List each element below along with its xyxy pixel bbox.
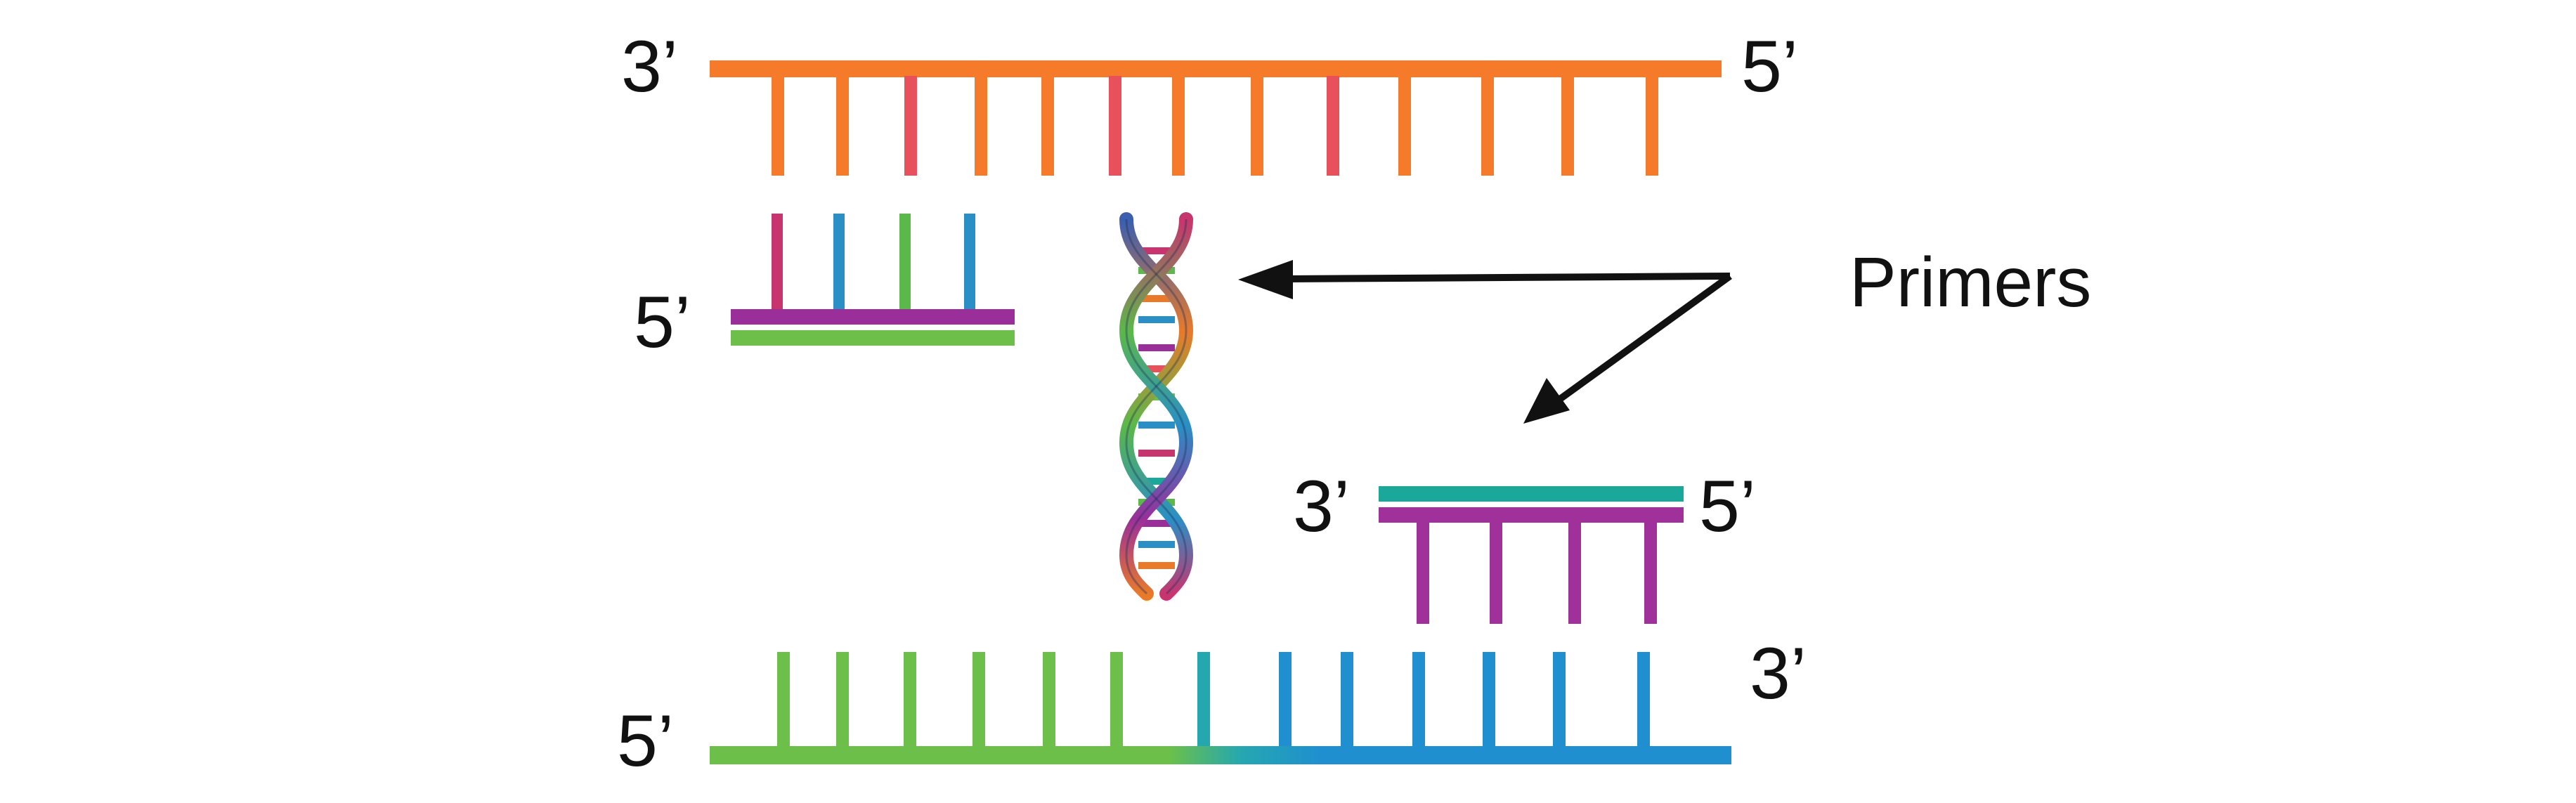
bottom-strand-base (904, 652, 916, 747)
right-primer-left-end-label: 3’ (1293, 466, 1350, 547)
bottom-template-strand (710, 652, 1731, 764)
helix-rung (1138, 422, 1175, 429)
left-primer-backbone (731, 309, 1015, 325)
bottom-strand-base (972, 652, 985, 747)
left-primer-end-label: 5’ (634, 282, 691, 363)
bottom-strand-base (1197, 652, 1210, 747)
right-primer-underlay (1379, 507, 1684, 523)
top-strand-base (1646, 76, 1658, 176)
bottom-strand-base (777, 652, 790, 747)
top-strand-bases (772, 76, 1658, 176)
top-left-end-label: 3’ (621, 26, 678, 107)
left-primer-base (964, 214, 975, 312)
helix-rung (1138, 541, 1175, 548)
top-strand-base (1481, 76, 1494, 176)
helix-rung (1138, 562, 1175, 569)
left-primer-base (772, 214, 783, 312)
top-strand-base (772, 76, 784, 176)
top-template-strand (710, 60, 1722, 176)
bottom-left-end-label: 5’ (617, 700, 674, 782)
left-primer-bases (772, 214, 975, 312)
right-primer-right-end-label: 5’ (1699, 466, 1756, 547)
bottom-strand-backbone (710, 746, 1731, 764)
helix-rung (1138, 316, 1175, 323)
left-primer-base (833, 214, 845, 312)
top-strand-base (836, 76, 849, 176)
helix-rung (1138, 365, 1175, 372)
right-primer (1379, 486, 1684, 624)
bottom-strand-base (1341, 652, 1353, 747)
left-primer (731, 214, 1015, 346)
bottom-strand-bases (777, 652, 1650, 747)
bottom-strand-base (1110, 652, 1123, 747)
left-primer-base (899, 214, 911, 312)
bottom-strand-base (1043, 652, 1055, 747)
right-primer-base (1417, 521, 1429, 624)
top-strand-base (1561, 76, 1574, 176)
arrow-icon-to-helix (1238, 260, 1731, 299)
helix-rung (1138, 478, 1175, 485)
bottom-strand-base (1637, 652, 1650, 747)
top-strand-backbone (710, 60, 1722, 77)
dna-double-helix-icon (1119, 212, 1194, 601)
helix-rung (1138, 247, 1175, 254)
arrow-icon-to-right-primer (1523, 273, 1732, 424)
top-strand-base (975, 76, 987, 176)
helix-rung (1138, 520, 1175, 527)
primers-callout-label: Primers (1849, 243, 2091, 322)
top-strand-base (1398, 76, 1411, 176)
top-right-end-label: 5’ (1741, 26, 1798, 107)
bottom-strand-base (836, 652, 849, 747)
helix-rung (1138, 450, 1175, 457)
top-strand-base (1041, 76, 1054, 176)
right-primer-bases (1417, 521, 1657, 624)
bottom-strand-base (1279, 652, 1292, 747)
top-strand-base (1109, 76, 1121, 176)
bottom-strand-base (1553, 652, 1566, 747)
top-strand-base (1251, 76, 1263, 176)
helix-rung (1138, 344, 1175, 351)
top-strand-base (1327, 76, 1339, 176)
top-strand-base (1172, 76, 1185, 176)
right-primer-base (1644, 521, 1657, 624)
top-strand-base (904, 76, 917, 176)
right-primer-base (1568, 521, 1581, 624)
bottom-strand-base (1412, 652, 1425, 747)
helix-rung (1138, 295, 1175, 302)
right-primer-backbone (1379, 486, 1684, 502)
bottom-right-end-label: 3’ (1750, 633, 1807, 714)
left-primer-underlay (731, 330, 1015, 346)
bottom-strand-base (1483, 652, 1495, 747)
right-primer-base (1490, 521, 1502, 624)
